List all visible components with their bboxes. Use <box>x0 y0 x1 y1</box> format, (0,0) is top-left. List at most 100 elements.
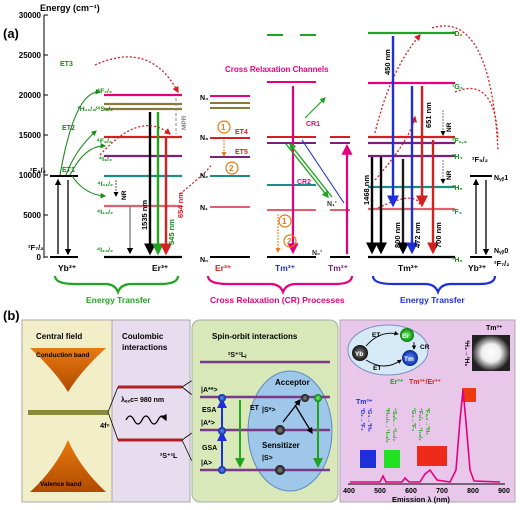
n-levels <box>210 95 250 258</box>
yb-right-levels: ²F₅/₂ Nᵧᵦ1 Nᵧᵦ0 ²F₇/₂ <box>470 155 510 268</box>
svg-text:|A*>: |A*> <box>201 420 215 427</box>
svg-text:N₃: N₃ <box>200 135 208 142</box>
panel-b-label: (b) <box>3 308 20 323</box>
svg-text:Tm³⁺: Tm³⁺ <box>275 263 296 273</box>
svg-text:N₄: N₄ <box>200 95 208 102</box>
svg-text:³H₅: ³H₅ <box>452 185 463 192</box>
svg-text:Er³⁺: Er³⁺ <box>215 263 232 273</box>
er-arrows <box>113 98 177 256</box>
svg-text:Tm³⁺/Er³⁺: Tm³⁺/Er³⁺ <box>409 379 441 386</box>
inset-balls: Yb Er Tm ET ET CR <box>352 328 430 372</box>
cr-ion-labels: Er³⁺ Tm³⁺ Tm³⁺ <box>215 263 349 273</box>
valence-band-label: Valence band <box>40 481 82 488</box>
svg-text:ET3: ET3 <box>60 61 73 68</box>
svg-text:N₁: N₁ <box>200 205 208 212</box>
svg-text:651 nm: 651 nm <box>424 102 433 128</box>
conduction-band-label: Conduction band <box>36 352 89 359</box>
svg-text:N₀': N₀' <box>312 250 322 257</box>
4f-level <box>28 410 108 415</box>
tm-level-labels: ¹D₂ ¹G₄ ³F₂,₃ ³H₄ ³H₅ ³F₄ ³H₆ <box>452 31 467 264</box>
svg-text:700: 700 <box>436 488 448 495</box>
svg-text:²H₁₁/₂→⁴I₁₅/₂: ²H₁₁/₂→⁴I₁₅/₂ <box>384 408 391 443</box>
sensitizer-label: Sensitizer <box>262 441 300 450</box>
svg-text:²F₇/₂: ²F₇/₂ <box>494 259 510 268</box>
svg-text:⁴I₁₅/₂: ⁴I₁₅/₂ <box>97 247 113 254</box>
svg-text:Nᵧᵦ0: Nᵧᵦ0 <box>494 248 508 255</box>
svg-text:¹G₄→³F₄: ¹G₄→³F₄ <box>410 408 417 431</box>
svg-text:³F₄: ³F₄ <box>452 209 462 216</box>
spin-orbit-arrows <box>217 398 323 468</box>
cr-labels: CR1 CR2 <box>297 121 320 186</box>
svg-text:GSA: GSA <box>202 445 217 452</box>
cr-circled: 1 2 <box>275 214 297 253</box>
svg-text:³H₄: ³H₄ <box>452 154 463 161</box>
tm-transition-label: ³H₄→³H₆ <box>463 340 470 366</box>
tick-label: 30000 <box>19 11 42 20</box>
red-band <box>417 446 447 466</box>
tick-label: 0 <box>37 253 42 262</box>
svg-text:Yb³⁺: Yb³⁺ <box>468 263 487 273</box>
tick-label: 10000 <box>19 171 42 180</box>
svg-text:900: 900 <box>498 488 510 495</box>
spectrum-x-ticks: 400 500 600 700 800 900 <box>343 488 510 495</box>
svg-text:Energy Transfer: Energy Transfer <box>86 295 151 305</box>
svg-text:545 nm: 545 nm <box>167 219 176 245</box>
tick-label: 25000 <box>19 51 42 60</box>
svg-text:N₂: N₂ <box>200 173 208 180</box>
svg-text:ET: ET <box>250 405 260 412</box>
n-level-labels: N₄ N₃ N₂ N₁ N₀ <box>200 95 208 264</box>
level-2s1l-label: ²S⁺¹L <box>160 453 178 460</box>
svg-text:ET1: ET1 <box>62 167 75 174</box>
et45-markers: ET4 ET5 1 2 <box>217 120 248 175</box>
er-levels <box>104 93 182 259</box>
svg-text:|S>: |S> <box>262 455 273 462</box>
svg-text:400: 400 <box>343 488 355 495</box>
tm-cr-levels <box>267 34 350 258</box>
svg-text:⁴I₁₃/₂: ⁴I₁₃/₂ <box>97 209 113 216</box>
coulombic-title-1: Coulombic <box>122 332 164 341</box>
photon-wave <box>125 413 167 425</box>
svg-text:1: 1 <box>221 123 226 132</box>
svg-text:Tm³⁺: Tm³⁺ <box>356 399 373 406</box>
coulombic-box <box>111 319 191 503</box>
group-labels: Energy Transfer Cross Relaxation (CR) Pr… <box>86 295 465 305</box>
svg-text:2: 2 <box>287 237 292 246</box>
tm-arrows <box>366 36 446 255</box>
svg-text:Nᵧᵦ1: Nᵧᵦ1 <box>494 175 508 182</box>
svg-text:³F₂,₃: ³F₂,₃ <box>452 138 467 145</box>
4f-label: 4fⁿ <box>100 421 110 430</box>
conduction-band-shape <box>30 348 106 392</box>
panel-a-label: (a) <box>3 26 19 41</box>
tm-swatch <box>462 388 476 402</box>
process-labels: ESA GSA ET <box>202 405 260 452</box>
spectrum-legend: Er³⁺ Tm³⁺/Er³⁺ Tm³⁺ <box>356 379 441 406</box>
yb-left-levels: ²F₅/₂ ²F₇/₂ Yb³⁺ <box>28 166 78 273</box>
svg-text:Tm³⁺: Tm³⁺ <box>398 263 419 273</box>
emission-spectrum-curve <box>350 389 501 483</box>
svg-text:Energy Transfer: Energy Transfer <box>400 295 465 305</box>
svg-text:ESA: ESA <box>202 407 216 414</box>
svg-text:⁴F₉/₂→⁴I₁₅/₂: ⁴F₉/₂→⁴I₁₅/₂ <box>417 408 423 441</box>
svg-text:ET4: ET4 <box>235 129 248 136</box>
er-level-labels: ⁴F₇/₂ ²H₁₁/₂/⁴S₃/₂ ⁴F₉/₂ ⁴I₉/₂ ⁴I₁₁/₂ ⁴I… <box>77 88 113 254</box>
level-2s1lj-label: ²S⁺¹Lⱼ <box>228 352 247 359</box>
svg-text:⁴F₉/₂: ⁴F₉/₂ <box>97 138 112 145</box>
svg-text:CR: CR <box>420 344 430 351</box>
svg-text:500: 500 <box>374 488 386 495</box>
svg-text:⁴F₇/₂: ⁴F₇/₂ <box>97 88 112 95</box>
svg-text:²H₁₁/₂/⁴S₃/₂: ²H₁₁/₂/⁴S₃/₂ <box>77 106 113 113</box>
svg-text:³F₂,₃→³H₆: ³F₂,₃→³H₆ <box>424 408 431 435</box>
cr-arrows <box>285 86 353 255</box>
tick-label: 20000 <box>19 91 42 100</box>
central-field-title: Central field <box>36 332 82 341</box>
svg-text:NR: NR <box>446 122 453 132</box>
svg-text:Tm: Tm <box>404 356 414 363</box>
svg-text:¹D₂: ¹D₂ <box>452 31 463 38</box>
et-transfer-arrows <box>59 88 107 199</box>
et-labels: ET3 ET2 ET1 <box>60 61 75 174</box>
valence-band-shape <box>30 440 106 492</box>
svg-text:Cross Relaxation (CR) Processe: Cross Relaxation (CR) Processes <box>210 295 345 305</box>
svg-text:ET: ET <box>373 365 381 372</box>
svg-text:|A**>: |A**> <box>201 387 218 394</box>
n-prime-labels: N₁' N₀' <box>312 201 337 257</box>
